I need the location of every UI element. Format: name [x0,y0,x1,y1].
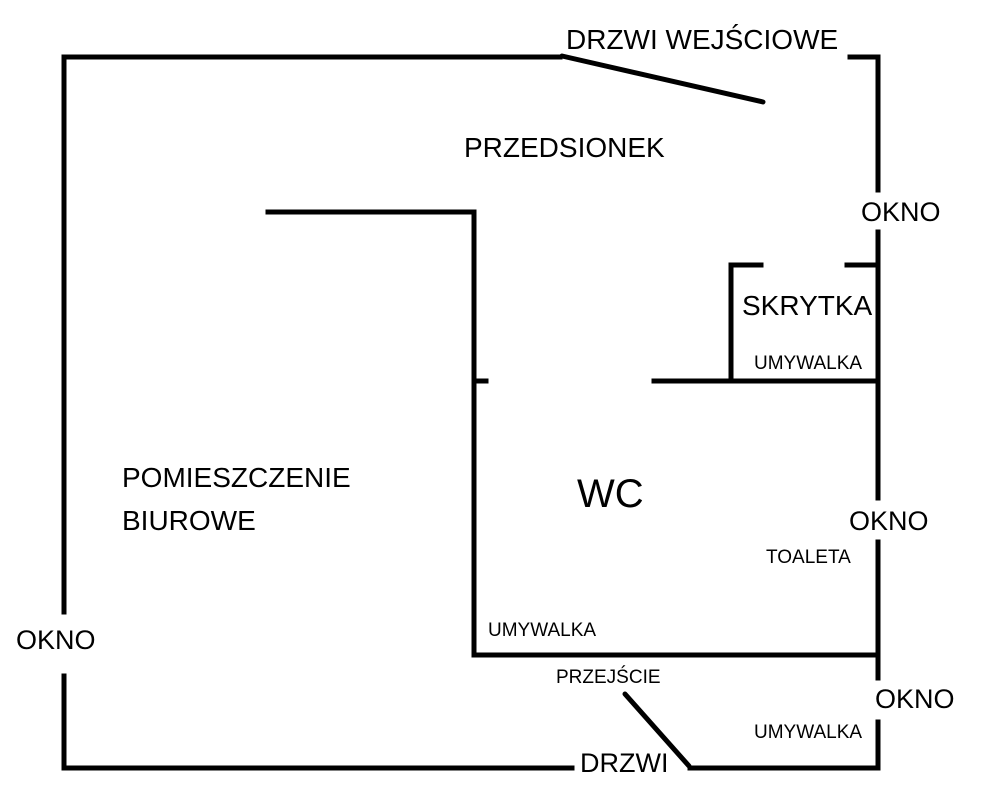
door-label: DRZWI [580,748,668,778]
wc-label: WC [577,472,644,516]
doors [559,53,766,769]
toilet-label: TOALETA [766,547,851,568]
window-right-top-label: OKNO [861,197,941,227]
entrance-door-swing [559,53,766,105]
storage-label: SKRYTKA [742,290,873,321]
walls [61,54,881,771]
labels: DRZWI WEJŚCIOWE PRZEDSIONEK OKNO SKRYTKA… [16,23,955,778]
sink-wc-label: UMYWALKA [488,620,596,641]
window-left-label: OKNO [16,625,96,655]
office-label-line1: POMIESZCZENIE [122,462,351,493]
office-label-line2: BIUROWE [122,505,256,536]
passage-door-swing [622,691,692,769]
entrance-door-label: DRZWI WEJŚCIOWE [566,23,838,55]
sink-bottom-label: UMYWALKA [754,722,862,743]
passage-label: PRZEJŚCIE [556,666,661,688]
window-right-mid-label: OKNO [849,506,929,536]
sink-storage-label: UMYWALKA [754,353,862,374]
vestibule-label: PRZEDSIONEK [464,132,665,163]
window-right-bottom-label: OKNO [875,684,955,714]
